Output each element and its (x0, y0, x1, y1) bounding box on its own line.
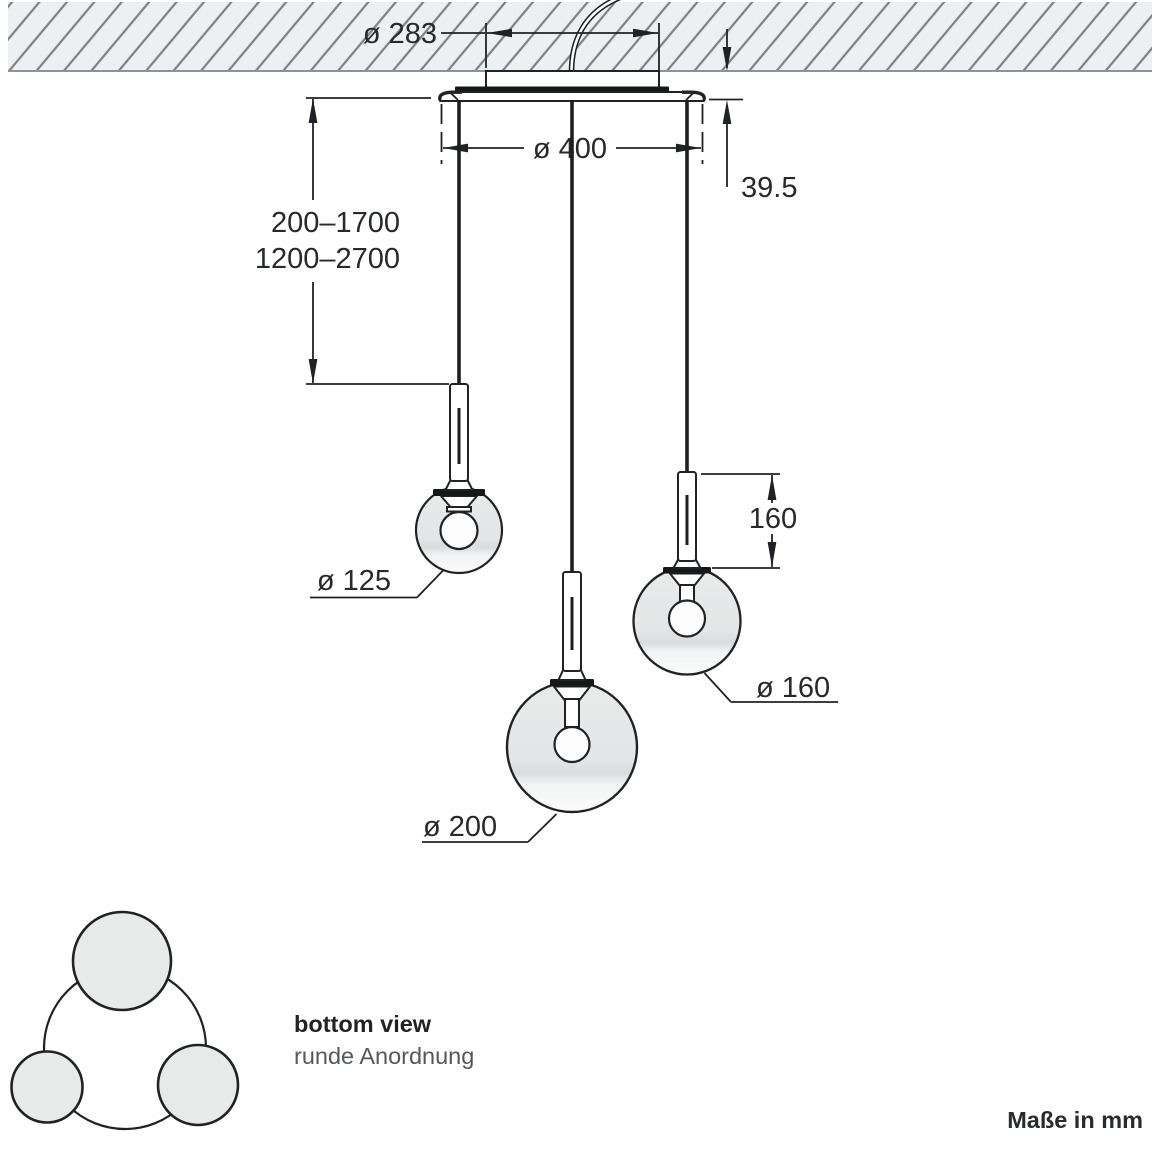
pendant-small (414, 100, 504, 575)
canopy-rim-right-detail (685, 92, 695, 101)
canopy (438, 70, 706, 102)
label-globe-large-text: ø 200 (423, 811, 497, 843)
pendant-large (505, 100, 639, 814)
bottom-view-diagram (10, 910, 240, 1131)
label-globe-medium: ø 160 (703, 672, 838, 704)
label-globe-small-text: ø 125 (317, 565, 391, 597)
pendant-small-socket (446, 506, 472, 513)
dim-stem-length-label: 160 (749, 503, 797, 535)
pendant-medium-bulb (667, 599, 707, 638)
canopy-rim-right (682, 90, 706, 101)
bottom-view-title: bottom view (294, 1011, 432, 1037)
dim-cable-range-line1: 200–1700 (271, 207, 400, 239)
dim-canopy-diameter-label: ø 400 (533, 133, 607, 165)
dim-canopy-diameter: ø 400 (440, 104, 704, 170)
dim-stem-length: 160 (701, 473, 802, 569)
bottom-view-globe-large (71, 910, 173, 1012)
canopy-body (438, 91, 706, 102)
bottom-view-globe-small (10, 1050, 84, 1124)
dim-cable-range-line2: 1200–2700 (255, 243, 400, 275)
dim-cable-range: 200–1700 1200–2700 (255, 97, 449, 385)
bottom-view-subtitle: runde Anordnung (294, 1043, 474, 1069)
label-globe-medium-text: ø 160 (756, 672, 830, 704)
pendant-small-bulb (439, 510, 479, 551)
dim-cover-plate-diameter: ø 283 (363, 18, 660, 71)
pendant-medium (632, 100, 742, 676)
label-globe-small: ø 125 (310, 565, 445, 599)
dim-canopy-height: 39.5 (709, 29, 797, 204)
pendant-large-bulb (553, 725, 591, 764)
canopy-rim-left-detail (449, 92, 459, 101)
pendant-large-socket (564, 698, 580, 728)
dim-canopy-height-label: 39.5 (741, 172, 797, 204)
dim-cover-plate-diameter-label: ø 283 (363, 18, 437, 50)
label-globe-large: ø 200 (422, 811, 558, 843)
units-note: Maße in mm (1007, 1107, 1143, 1133)
canopy-rim-left (438, 90, 462, 101)
bottom-view-globe-medium (156, 1043, 240, 1127)
canopy-cover-plate (485, 70, 660, 89)
